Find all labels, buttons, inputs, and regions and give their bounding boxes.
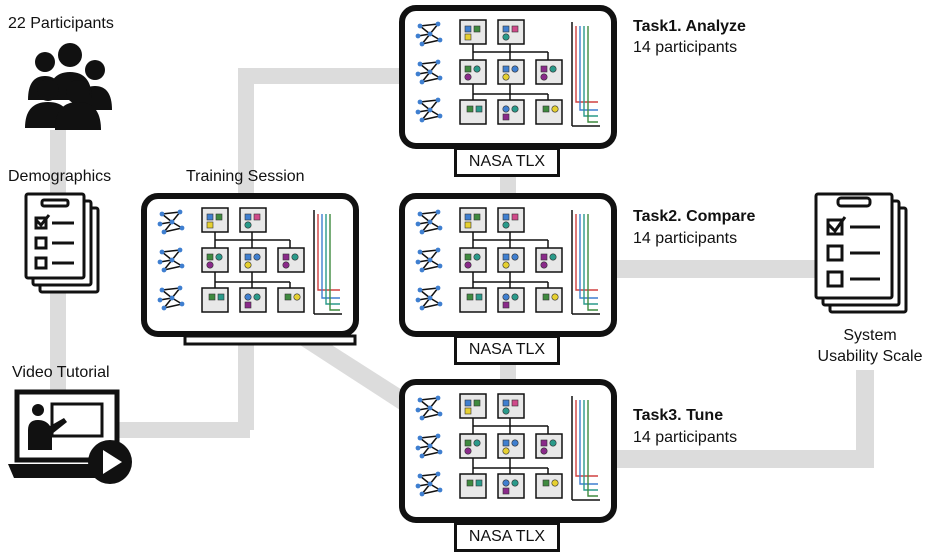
mini-tree-node	[497, 393, 525, 419]
mini-tree-node	[497, 433, 525, 459]
task3-participants: 14 participants	[633, 429, 738, 446]
people-group-icon	[25, 43, 112, 130]
mini-tree-node	[459, 433, 487, 459]
mini-trace-panel	[571, 22, 600, 127]
mini-tree-node	[535, 247, 563, 273]
mini-tree-node	[497, 247, 525, 273]
mini-tree-node	[535, 99, 563, 125]
mini-tree-node	[201, 207, 229, 233]
mini-graph-glyph	[415, 209, 443, 235]
questionnaire-icon	[24, 192, 100, 294]
training-session-label: Training Session	[186, 168, 305, 185]
training-monitor	[141, 193, 359, 346]
video-tutorial-label: Video Tutorial	[12, 364, 110, 381]
mini-graph-glyph	[157, 247, 185, 273]
mini-tree-node	[459, 19, 487, 45]
connector-training-to-task1-vertical	[238, 68, 254, 198]
mini-tree-node	[535, 59, 563, 85]
mini-tree-node	[497, 473, 525, 499]
task2-monitor	[399, 193, 617, 337]
laptop-presentation-play-icon	[8, 389, 132, 484]
connector-task1-to-task2	[500, 176, 516, 196]
mini-tree-node	[497, 207, 525, 233]
connector-task3-to-sus-h	[612, 450, 874, 468]
mini-tree-node	[459, 247, 487, 273]
mini-graph-glyph	[415, 247, 443, 273]
mini-trace-panel	[313, 210, 342, 315]
flow-connectors	[50, 68, 874, 468]
mini-graph-glyph	[157, 209, 185, 235]
mini-tree-node	[201, 247, 229, 273]
mini-graph-glyph	[415, 97, 443, 123]
mini-graph-glyph	[157, 285, 185, 311]
task1-nasa-tlx: NASA TLX	[454, 147, 560, 177]
mini-tree-node	[535, 433, 563, 459]
task3-title: Task3. Tune	[633, 407, 724, 424]
connector-video-to-training	[100, 422, 250, 438]
mini-graph-glyph	[415, 285, 443, 311]
mini-graph-glyph	[415, 21, 443, 47]
mini-tree-node	[459, 59, 487, 85]
mini-tree-node	[497, 287, 525, 313]
mini-tree-node	[535, 473, 563, 499]
mini-tree-node	[277, 247, 305, 273]
connector-task3-to-sus-v	[856, 370, 874, 468]
connector-training-to-task1	[238, 68, 408, 84]
mini-tree-node	[239, 247, 267, 273]
task2-title: Task2. Compare	[633, 208, 756, 225]
mini-tree-node	[201, 287, 229, 313]
mini-trace-panel	[571, 210, 600, 315]
mini-tree-node	[497, 19, 525, 45]
mini-tree-node	[459, 393, 487, 419]
sus-label-line1: System	[843, 327, 897, 344]
mini-tree-node	[239, 287, 267, 313]
mini-graph-glyph	[415, 59, 443, 85]
mini-tree-node	[497, 99, 525, 125]
mini-trace-panel	[571, 396, 600, 501]
mini-tree-node	[239, 207, 267, 233]
mini-tree-node	[497, 59, 525, 85]
mini-tree-node	[459, 99, 487, 125]
task1-title: Task1. Analyze	[633, 18, 746, 35]
connector-task2-to-task3	[500, 360, 516, 382]
mini-tree-node	[459, 287, 487, 313]
mini-tree-node	[459, 473, 487, 499]
mini-tree-node	[459, 207, 487, 233]
connector-training-to-task3	[300, 335, 410, 410]
task3-nasa-tlx: NASA TLX	[454, 522, 560, 552]
connector-task2-to-sus	[612, 260, 822, 278]
mini-tree-node	[277, 287, 305, 313]
sus-label-line2: Usability Scale	[817, 348, 923, 365]
mini-graph-glyph	[415, 471, 443, 497]
mini-tree-node	[535, 287, 563, 313]
task2-nasa-tlx: NASA TLX	[454, 335, 560, 365]
participants-label: 22 Participants	[8, 15, 114, 32]
demographics-label: Demographics	[8, 168, 112, 185]
connector-training-up	[238, 330, 254, 430]
questionnaire-icon	[814, 192, 908, 314]
task3-monitor	[399, 379, 617, 523]
task1-monitor	[399, 5, 617, 149]
mini-graph-glyph	[415, 395, 443, 421]
task1-participants: 14 participants	[633, 39, 738, 56]
task2-participants: 14 participants	[633, 230, 738, 247]
mini-graph-glyph	[415, 433, 443, 459]
